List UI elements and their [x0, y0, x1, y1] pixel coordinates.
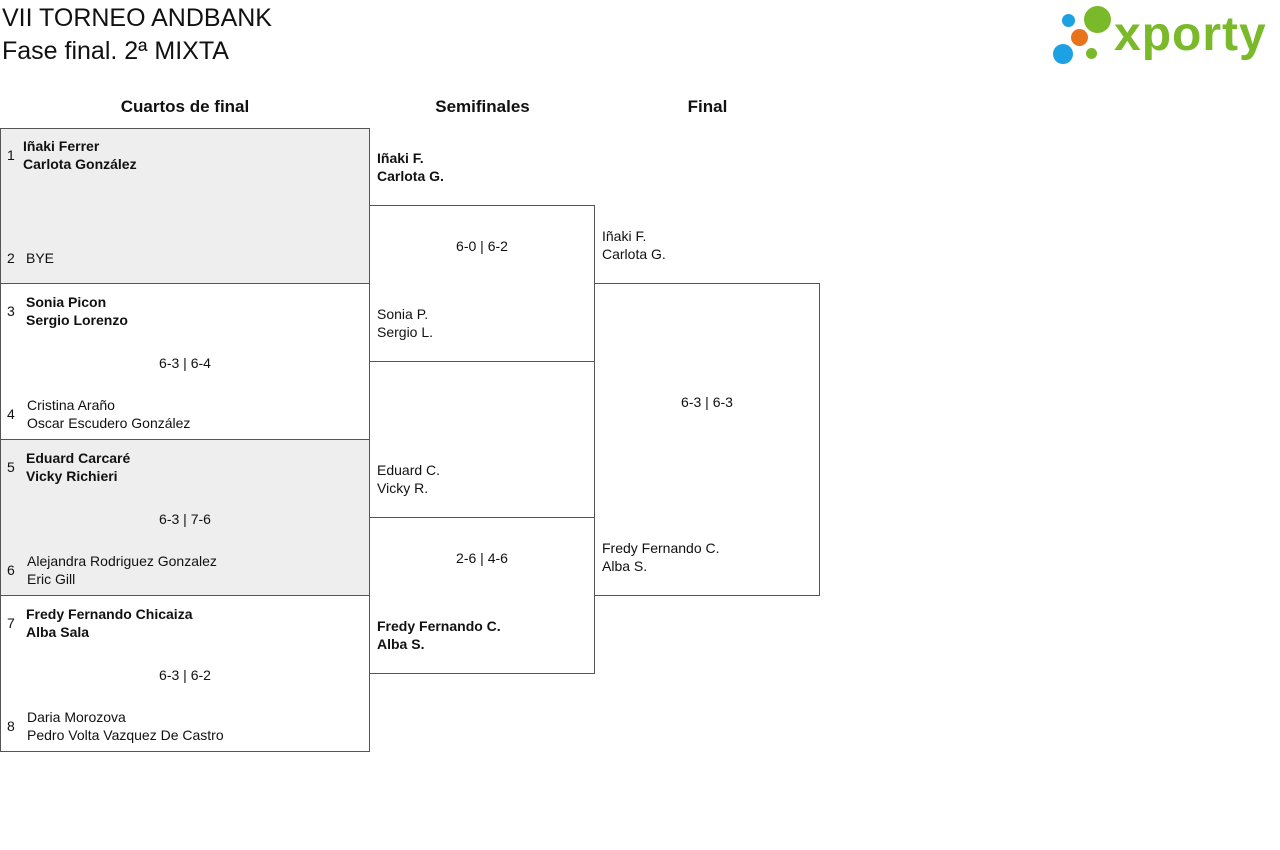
seed-number: 3	[7, 303, 15, 319]
player-name: Alba S.	[377, 636, 425, 652]
logo-dot-green-small-icon	[1086, 48, 1097, 59]
tournament-title: VII TORNEO ANDBANK	[2, 4, 272, 32]
player-name: Carlota G.	[602, 246, 666, 262]
seed-number: 8	[7, 718, 15, 734]
match-qf-3	[0, 439, 370, 596]
seed-number: 5	[7, 459, 15, 475]
xporty-logo: xporty	[1050, 4, 1276, 66]
round-header-quarterfinals: Cuartos de final	[120, 97, 250, 116]
match-score: 6-3 | 6-4	[159, 355, 211, 371]
round-header-semifinals: Semifinales	[435, 97, 530, 116]
seed-number: 6	[7, 562, 15, 578]
player-name: Sonia P.	[377, 306, 429, 322]
player-name: Sergio L.	[377, 324, 434, 340]
player-name: Eduard C.	[377, 462, 441, 478]
match-score: 6-3 | 7-6	[159, 511, 211, 527]
match-score: 2-6 | 4-6	[456, 550, 508, 566]
player-name: Carlota G.	[377, 168, 444, 184]
logo-dot-blue-small-icon	[1062, 14, 1075, 27]
player-name: Iñaki Ferrer	[23, 138, 100, 154]
seed-number: 1	[7, 147, 15, 163]
player-name: Sonia Picon	[26, 294, 107, 310]
player-name: Vicky Richieri	[26, 468, 118, 484]
player-name: BYE	[26, 250, 55, 266]
match-score: 6-3 | 6-3	[681, 394, 733, 410]
player-name: Fredy Fernando C.	[602, 540, 720, 556]
player-name: Cristina Araño	[27, 397, 115, 413]
logo-dot-orange-icon	[1071, 29, 1088, 46]
match-score: 6-0 | 6-2	[456, 238, 508, 254]
logo-wordmark: xporty	[1114, 8, 1267, 61]
player-name: Iñaki F.	[602, 228, 647, 244]
player-name: Iñaki F.	[377, 150, 424, 166]
match-final	[594, 283, 820, 596]
player-name: Alba S.	[602, 558, 648, 574]
logo-dot-green-icon	[1084, 6, 1111, 33]
round-header-final: Final	[687, 97, 728, 116]
player-name: Sergio Lorenzo	[26, 312, 128, 328]
player-name: Daria Morozova	[27, 709, 126, 725]
seed-number: 2	[7, 250, 15, 266]
match-qf-1	[0, 128, 370, 284]
player-name: Alejandra Rodriguez Gonzalez	[27, 553, 217, 569]
player-name: Carlota González	[23, 156, 137, 172]
player-name: Vicky R.	[377, 480, 429, 496]
seed-number: 7	[7, 615, 15, 631]
match-score: 6-3 | 6-2	[159, 667, 211, 683]
player-name: Fredy Fernando Chicaiza	[26, 606, 193, 622]
player-name: Oscar Escudero González	[27, 415, 191, 431]
player-name: Eduard Carcaré	[26, 450, 131, 466]
tournament-subtitle: Fase final. 2ª MIXTA	[2, 37, 229, 65]
player-name: Eric Gill	[27, 571, 76, 587]
player-name: Pedro Volta Vazquez De Castro	[27, 727, 224, 743]
player-name: Fredy Fernando C.	[377, 618, 501, 634]
player-name: Alba Sala	[26, 624, 90, 640]
seed-number: 4	[7, 406, 15, 422]
logo-dot-blue-icon	[1053, 44, 1073, 64]
